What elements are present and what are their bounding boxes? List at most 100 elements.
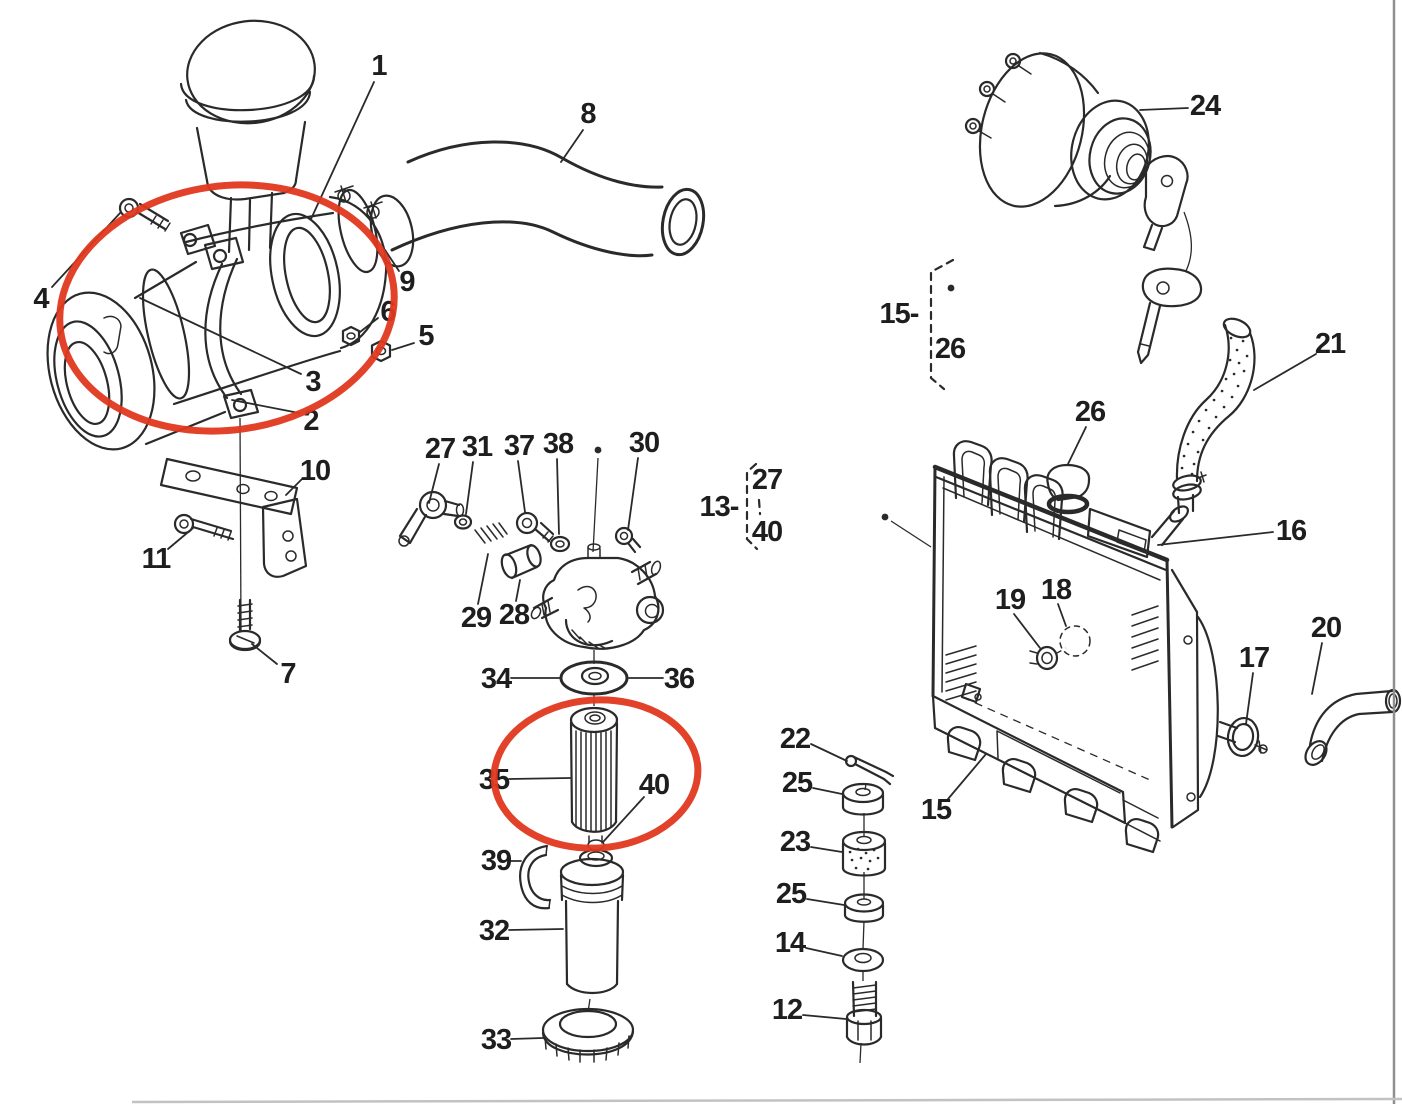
leader-line-layer [51,81,1323,1040]
washer-38 [549,535,571,553]
part-callout-31: 31 [462,431,493,463]
washer-31 [453,514,473,530]
part-callout-1: 1 [371,50,387,82]
core-hatching [945,605,1159,701]
part-callout-18: 18 [1041,574,1072,606]
part-callout-15: 15- [880,298,919,330]
leader-line-25 [806,898,845,906]
overflow-hose-21 [1172,317,1256,515]
bolt-37 [515,511,555,543]
reference-dot-leader [592,457,599,553]
part-callout-40: 40 [639,769,669,801]
leader-line-20 [1311,642,1323,695]
part-callout-30: 30 [629,427,659,459]
part-callout-26: 26 [935,333,966,365]
air-cleaner-body [46,195,392,631]
leader-line-30 [627,457,639,531]
part-callout-36: 36 [664,663,695,695]
mounting-bracket-10 [159,457,308,578]
leader-line-8 [560,129,584,163]
reference-dot [594,446,602,454]
leader-line-35 [508,777,571,780]
highlight-ellipse [490,696,702,852]
leader-line-10 [285,478,303,496]
air-cleaner-assembly [46,19,706,652]
leader-line-11 [167,527,194,550]
leader-line-6 [359,317,379,333]
part-callout-33: 33 [481,1024,512,1056]
bushing-28 [500,543,542,580]
filler-neck-16 [1086,505,1189,559]
leader-line-5 [391,342,415,351]
lower-hose-20 [1304,688,1402,766]
leader-line-9 [384,249,400,272]
grommet-25-upper [841,782,885,816]
part-callout-12: 12 [772,994,802,1026]
leader-line-37 [517,460,526,513]
part-callout-24: 24 [1190,90,1221,122]
part-callout-10: 10 [300,455,330,487]
reference-dot [881,513,889,521]
leader-line-21 [1253,353,1317,391]
leader-line-31 [465,461,474,515]
leader-line-7 [251,643,278,665]
part-callout-4: 4 [33,283,49,315]
page-border-bottom [131,1097,1402,1104]
switch-bolts [964,52,1032,139]
part-callout-23: 23 [780,826,811,858]
radiator-top-edge [932,464,1170,563]
part-callout-25: 25 [782,767,813,799]
highlight-layer [56,181,702,852]
part-callout-25: 25 [776,878,807,910]
part-callout-27: 27 [752,464,782,496]
fitting-27 [398,490,465,547]
bolt-30 [614,526,642,554]
leader-line-23 [810,846,843,853]
part-callout-20: 20 [1311,612,1341,644]
reference-dot-layer [592,284,955,553]
bolt-4 [118,197,171,232]
part-callout-27: 27 [425,433,455,465]
oil-cup [179,19,316,254]
leader-line-38 [556,458,560,535]
radiator-bottom-bracket [931,694,1161,854]
part-callout-15: 15 [921,794,952,826]
key-inserted [1142,154,1189,252]
fan-shroud-arc [1196,615,1219,799]
leader-line-22 [810,743,848,762]
dashed-group-bracket [929,258,955,391]
part-callout-37: 37 [504,430,534,462]
part-callout-7: 7 [280,658,295,690]
leader-line-28 [515,579,521,602]
leader-line-3 [139,297,302,375]
sediment-bowl-32 [559,848,625,1013]
grommet-25-lower [843,893,885,923]
bushing-23 [841,830,887,877]
part-callout-17: 17 [1239,642,1269,674]
part-callout-39: 39 [481,845,512,877]
ignition-switch-24 [964,51,1203,365]
leader-line-27 [428,463,440,504]
part-callout-16: 16 [1276,515,1307,547]
filter-element-35 [569,706,619,851]
dashed-group-bracket [745,462,759,551]
washer-14 [841,947,885,973]
leader-line-2 [231,399,300,414]
cotter-pin-22 [844,754,895,786]
part-callout-40: 40 [752,516,782,548]
part-callout-22: 22 [780,723,810,755]
bolt-12 [845,980,883,1046]
highlight-ellipse [56,181,398,435]
reference-dot [947,284,955,292]
leader-line-19 [1013,613,1041,649]
part-callout-34: 34 [481,663,512,695]
part-callout-5: 5 [418,320,434,352]
drain-detail [960,625,1151,781]
part-callout-9: 9 [399,266,415,298]
clip-39 [519,844,552,910]
bolt-7 [228,598,262,652]
key-cord [1183,211,1193,272]
part-callout-29: 29 [461,602,492,634]
ring-nut-33 [541,1007,635,1063]
part-callout-19: 19 [995,584,1026,616]
